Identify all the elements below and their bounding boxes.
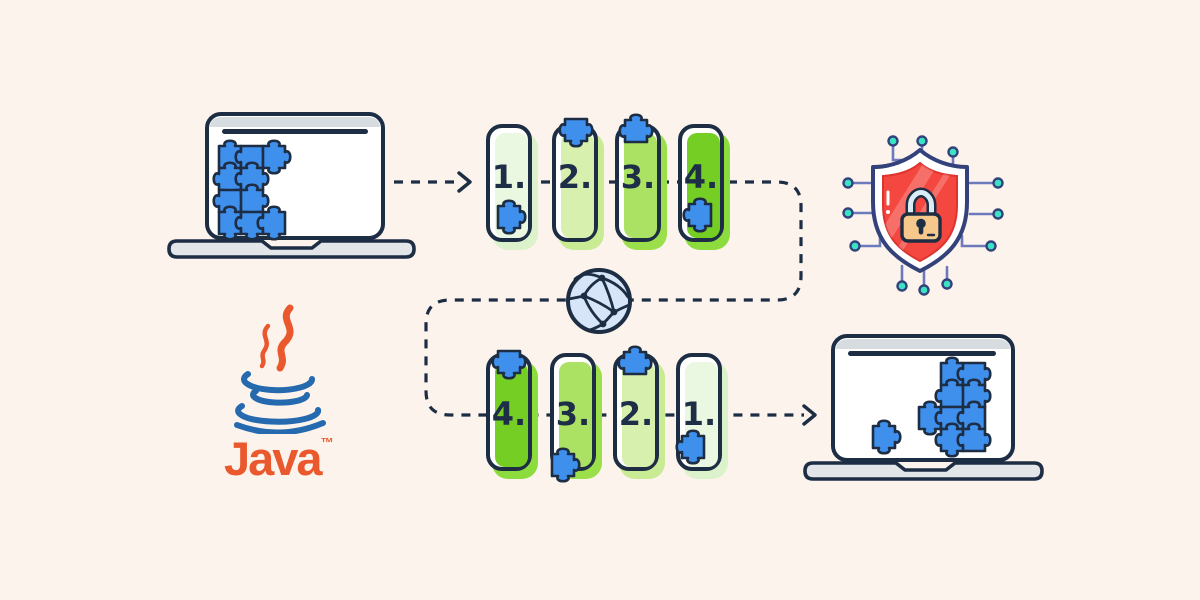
puzzle-piece-icon: [496, 199, 527, 235]
steam-swirl-small: [259, 323, 271, 369]
card-body: [678, 124, 724, 242]
serialization-card-2: 2.: [552, 117, 604, 250]
deserialization-card-2: 2.: [613, 345, 665, 479]
cup-base-arc: [235, 403, 322, 425]
puzzle-piece-icon: [550, 447, 581, 483]
laptop-destination-icon: [803, 334, 1044, 481]
puzzle-piece-icon: [491, 349, 527, 380]
card-body: [615, 124, 661, 242]
trademark-symbol: ™: [320, 435, 334, 450]
card-number: 1.: [681, 395, 717, 434]
card-number: 3.: [555, 395, 591, 434]
serialization-card-4: 4.: [678, 124, 730, 250]
puzzle-piece-icon: [675, 429, 706, 465]
circuit-nodes: [842, 135, 1004, 296]
card-number: 3.: [620, 158, 656, 197]
cup-body-arc: [250, 388, 310, 406]
loose-puzzle-piece-icon: [871, 419, 902, 455]
globe-network-icon: [566, 268, 632, 334]
card-number: 2.: [557, 158, 593, 197]
card-body: [486, 353, 532, 471]
saucer-arc: [234, 420, 326, 436]
java-cup-icon: [234, 304, 326, 436]
shield-lock-icon: [842, 135, 1004, 296]
serialization-card-3: 3.: [615, 113, 667, 250]
cup-rim-arc: [241, 371, 315, 394]
serialization-card-1: 1.: [486, 124, 538, 250]
card-number: 2.: [618, 395, 654, 434]
card-number: 1.: [491, 158, 527, 197]
deserialization-card-1: 1.: [675, 353, 728, 479]
puzzle-piece-icon: [617, 345, 653, 376]
padlock-icon: [900, 187, 942, 243]
card-number: 4.: [683, 158, 719, 197]
java-wordmark: Java™: [224, 432, 334, 485]
puzzle-piece-icon: [558, 117, 594, 148]
steam-swirl-large: [276, 304, 294, 372]
deserialization-card-3: 3.: [550, 353, 602, 483]
puzzle-piece-icon: [682, 197, 713, 233]
deserialization-card-4: 4.: [486, 349, 538, 479]
card-number: 4.: [491, 395, 527, 434]
card-body: [613, 353, 659, 471]
java-logo: Java™: [218, 302, 350, 482]
laptop-source-icon: [167, 112, 416, 259]
puzzle-piece-icon: [618, 113, 654, 144]
